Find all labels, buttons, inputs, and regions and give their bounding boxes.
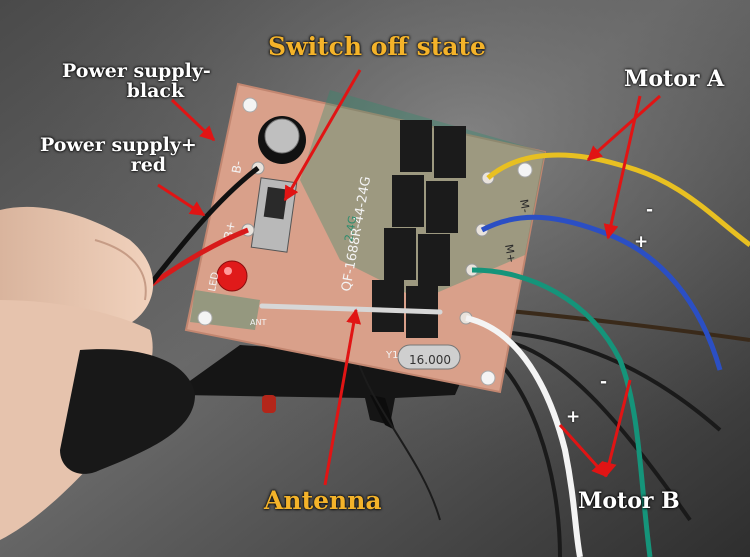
arrow-antenna — [323, 308, 362, 486]
relay-1 — [400, 120, 432, 172]
led-highlight — [224, 267, 232, 275]
sign-motor-a-plus: + — [634, 232, 649, 252]
relay-5 — [384, 228, 416, 280]
arrow-switch — [283, 69, 362, 202]
relay-4 — [426, 181, 458, 233]
wire-green — [471, 267, 653, 557]
relay-3 — [392, 175, 424, 227]
label-power-plus-line2: red — [130, 153, 167, 176]
label-power-minus-line1: Power supply- — [62, 60, 211, 82]
crystal — [397, 344, 461, 370]
relay-7 — [372, 280, 404, 332]
wire-black-2 — [499, 338, 692, 522]
relay-6 — [418, 234, 450, 286]
pad-b-minus-label: B- — [229, 160, 245, 175]
arrow-power-plus — [157, 183, 206, 217]
mount-hole-4 — [480, 370, 496, 386]
arrow-motor-a-1 — [586, 94, 661, 162]
mount-hole-1 — [242, 97, 258, 113]
sign-motor-a-minus: - — [646, 200, 654, 220]
annotation-arrows — [157, 69, 661, 486]
label-antenna: Antenna — [264, 486, 382, 515]
wire-brown — [499, 308, 750, 342]
chip-label: 2.4G — [342, 215, 359, 243]
arrow-motor-b-1 — [601, 379, 632, 478]
arrow-power-minus — [170, 98, 216, 142]
sign-motor-b-plus: + — [566, 407, 581, 427]
pad-m-plus-label: M+ — [502, 243, 518, 264]
label-motor-b: Motor B — [578, 488, 680, 514]
wire-white — [465, 315, 583, 557]
label-power-plus-line1: Power supply+ — [40, 134, 197, 156]
pad-led-label: LED — [207, 271, 221, 292]
capacitor-top — [264, 118, 300, 154]
label-power-minus-line2: black — [126, 79, 185, 102]
switch-knob — [263, 186, 288, 220]
pad-y-label: Y1 — [385, 350, 398, 361]
mount-hole-3 — [197, 310, 213, 326]
wire-yellow — [486, 152, 750, 247]
label-power-minus: Power supply- black — [62, 60, 211, 102]
sign-motor-b-minus: - — [600, 372, 608, 392]
mount-hole-2 — [517, 162, 533, 178]
relay-2 — [434, 126, 466, 178]
arrow-motor-b-2 — [558, 423, 608, 478]
label-power-plus: Power supply+ red — [40, 134, 197, 176]
arrow-motor-a-2 — [603, 95, 642, 240]
red-led — [216, 260, 248, 292]
pad-ant-label: ANT — [250, 318, 266, 327]
label-switch: Switch off state — [268, 32, 486, 61]
crystal-label: 16.000 — [409, 353, 451, 367]
rear-led — [262, 395, 276, 413]
glove-cuff — [60, 349, 195, 474]
label-motor-a: Motor A — [624, 66, 725, 92]
finger-crease — [94, 239, 147, 301]
pad-m-minus-label: M- — [517, 198, 532, 214]
